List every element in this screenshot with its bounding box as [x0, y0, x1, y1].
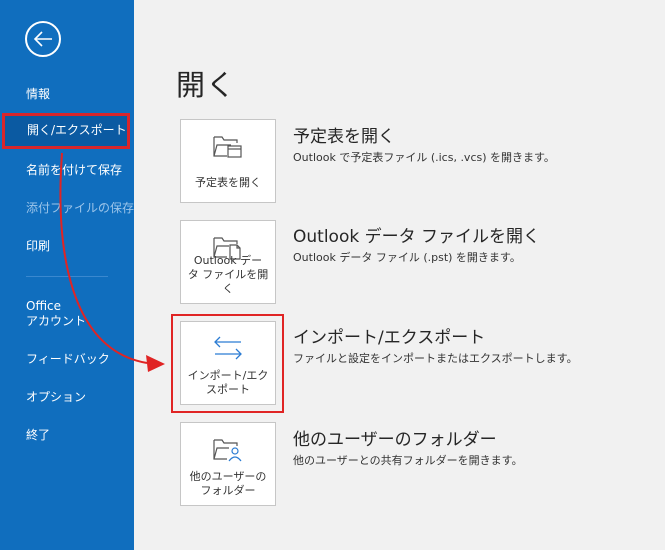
main-panel: 開く 予定表を開く 予定表を開く Outlook で予定表ファイル (.ics,…: [134, 0, 665, 550]
option-title-other-user-folder: 他のユーザーのフォルダー: [293, 430, 497, 450]
back-arrow-icon: [33, 31, 52, 47]
tile-label: 予定表を開く: [195, 176, 261, 189]
sidebar-item-save-as[interactable]: 名前を付けて保存: [26, 163, 123, 177]
option-desc-open-data-file: Outlook データ ファイル (.pst) を開きます。: [293, 251, 521, 264]
tile-label-line: インポート/エク: [187, 369, 269, 382]
sidebar-item-label: アカウント: [26, 314, 87, 328]
option-title-open-data-file: Outlook データ ファイルを開く: [293, 227, 540, 247]
sidebar-item-print[interactable]: 印刷: [26, 239, 51, 253]
open-data-file-tile[interactable]: Outlook デー タ ファイルを開く: [180, 220, 276, 304]
backstage-sidebar: 情報 開く/エクスポート 名前を付けて保存 添付ファイルの保存 印刷 Offic…: [0, 0, 134, 550]
open-calendar-tile[interactable]: 予定表を開く: [180, 119, 276, 203]
option-title-import-export: インポート/エクスポート: [293, 328, 486, 348]
option-desc-other-user-folder: 他のユーザーとの共有フォルダーを開きます。: [293, 454, 523, 467]
tile-label-line: 他のユーザーの: [189, 470, 267, 483]
import-export-arrows-icon: [214, 336, 242, 360]
sidebar-item-options[interactable]: オプション: [26, 390, 87, 404]
sidebar-item-save-attachments: 添付ファイルの保存: [26, 201, 135, 215]
shared-user-folder-icon: [213, 439, 242, 462]
data-file-folder-icon: [213, 237, 241, 260]
sidebar-item-label: Office: [26, 299, 62, 313]
other-user-folder-tile[interactable]: 他のユーザーの フォルダー: [180, 422, 276, 506]
option-desc-import-export: ファイルと設定をインポートまたはエクスポートします。: [293, 352, 578, 365]
tile-label-line: フォルダー: [200, 484, 256, 497]
back-button[interactable]: [25, 21, 61, 57]
sidebar-divider: [26, 276, 108, 277]
sidebar-item-info[interactable]: 情報: [26, 87, 51, 101]
sidebar-item-office-account[interactable]: Office アカウント: [0, 299, 134, 329]
annotation-highlight-box: [171, 314, 284, 413]
page-title: 開く: [176, 68, 237, 102]
tile-label: 他のユーザーの フォルダー: [181, 470, 275, 498]
sidebar-item-open-export[interactable]: 開く/エクスポート: [2, 113, 130, 149]
option-title-open-calendar: 予定表を開く: [293, 127, 395, 147]
import-export-tile[interactable]: インポート/エク スポート: [180, 321, 276, 405]
tile-label: インポート/エク スポート: [181, 369, 275, 397]
sidebar-item-feedback[interactable]: フィードバック: [26, 352, 110, 366]
option-desc-open-calendar: Outlook で予定表ファイル (.ics, .vcs) を開きます。: [293, 151, 555, 164]
calendar-folder-icon: [213, 136, 242, 158]
tile-label: Outlook デー タ ファイルを開く: [181, 254, 275, 296]
tile-label-line: Outlook デー: [193, 254, 263, 267]
sidebar-item-exit[interactable]: 終了: [26, 428, 51, 442]
tile-label-line: タ ファイルを開く: [187, 268, 269, 295]
tile-label-line: スポート: [206, 383, 250, 396]
